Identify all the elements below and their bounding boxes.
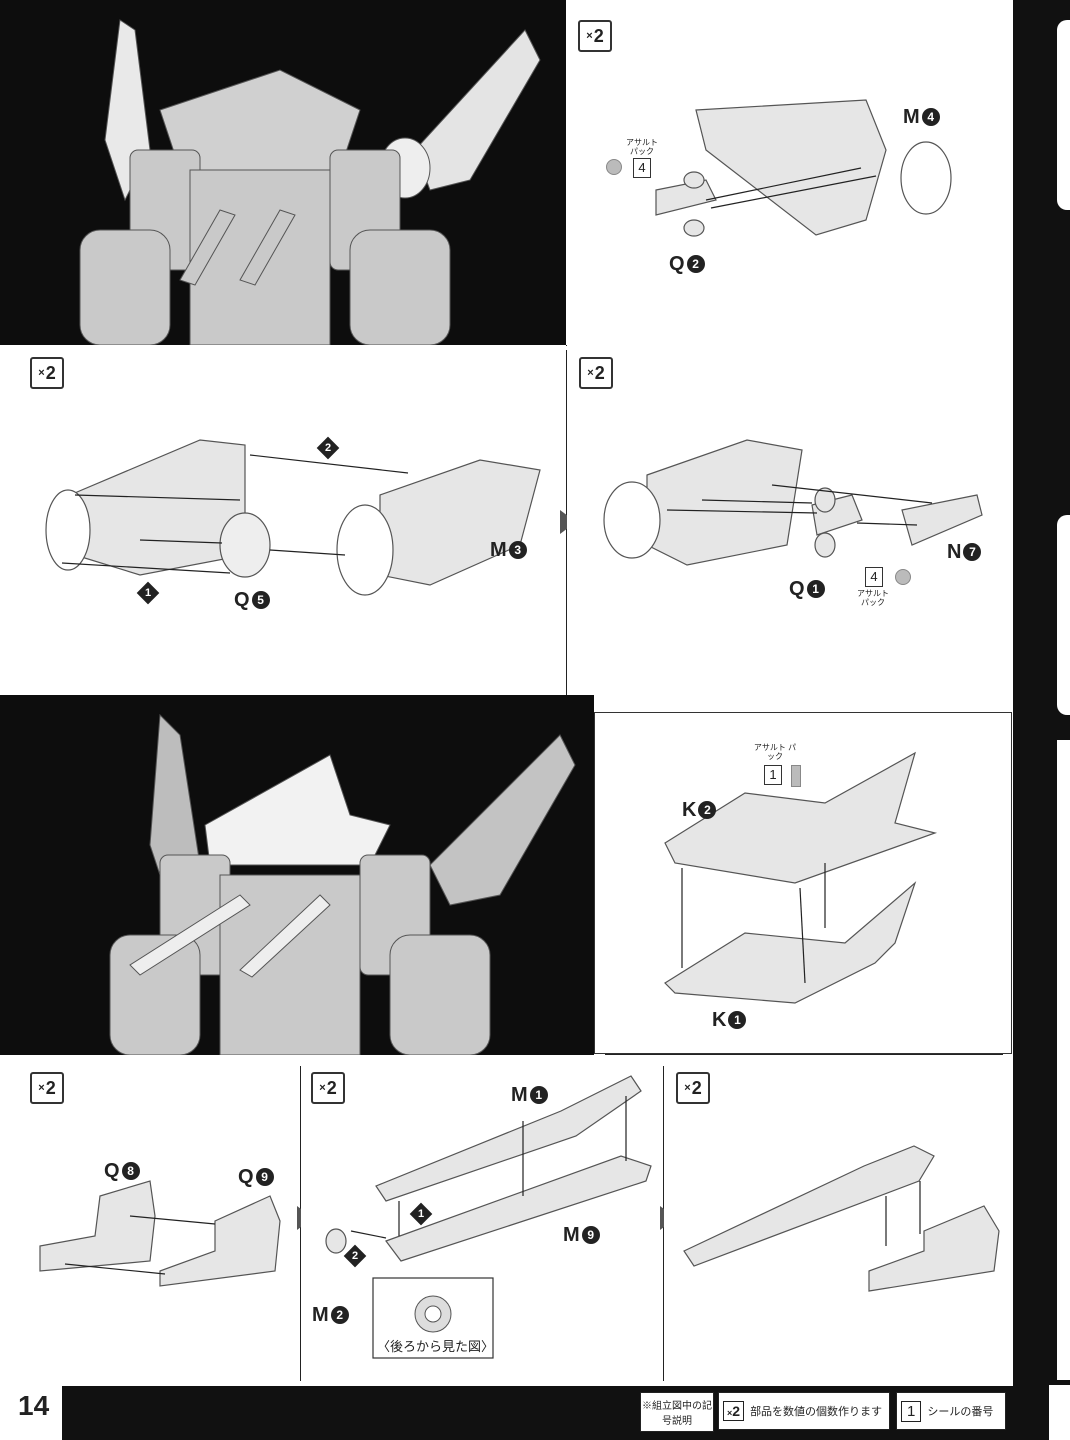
part-diagram-1 <box>655 99 952 237</box>
assembled-photo-middle <box>0 695 594 1055</box>
part-diagram-7 <box>683 1145 1000 1292</box>
page-number: 14 <box>18 1390 50 1421</box>
legend-sticker: 1 シールの番号 <box>896 1392 1006 1430</box>
multiplier-badge: ×2 <box>311 1072 345 1104</box>
part-diagram-6 <box>325 1075 652 1359</box>
legend-multiplier-text: 部品を数値の個数作ります <box>750 1406 883 1418</box>
sticker-color-dot <box>606 159 622 175</box>
adjacent-page-edge <box>1013 0 1070 1440</box>
robot-illustration-middle <box>109 713 576 1055</box>
legend-sticker-num: 1 <box>901 1400 922 1422</box>
multiplier-badge: ×2 <box>579 357 613 389</box>
multiplier-badge: ×2 <box>30 357 64 389</box>
inset-box <box>372 1277 494 1359</box>
divider <box>605 1054 1003 1055</box>
step-marker-1: 1 <box>136 581 160 605</box>
part-diagram-4 <box>664 751 938 1004</box>
legend-sticker-text: シールの番号 <box>927 1406 994 1418</box>
part-diagram-2 <box>45 439 541 596</box>
sticker-pack-label: アサルト パック <box>857 589 889 607</box>
sticker-color-dot <box>895 569 911 585</box>
sticker-pack-label: アサルト パック <box>626 138 658 156</box>
sticker-number: 4 <box>865 567 883 587</box>
multiplier-badge: ×2 <box>578 20 612 52</box>
inset-caption: 〈後ろから見た図〉 <box>377 1339 495 1354</box>
robot-illustration-top <box>79 19 541 345</box>
part-diagram-3 <box>603 439 983 566</box>
multiplier-badge: ×2 <box>30 1072 64 1104</box>
sticker-number: 1 <box>764 765 782 785</box>
panel-7: ×2 <box>664 1056 1004 1386</box>
multiplier-badge: ×2 <box>676 1072 710 1104</box>
step-marker-2: 2 <box>316 436 340 460</box>
legend-multiplier: ×2 部品を数値の個数作ります <box>718 1392 890 1430</box>
part-diagram-5 <box>39 1180 281 1287</box>
sticker-color-swatch <box>791 765 801 787</box>
step-marker-1: 1 <box>409 1202 433 1226</box>
assembled-photo-top <box>0 0 566 345</box>
legend-title: ※組立図中の記号説明 <box>640 1392 714 1432</box>
footer-bar: 14 ※組立図中の記号説明 ×2 部品を数値の個数作ります 1 シールの番号 <box>0 1386 1013 1440</box>
step-marker-2: 2 <box>343 1244 367 1268</box>
sticker-number: 4 <box>633 158 651 178</box>
sticker-pack-label: アサルト パック <box>753 743 797 761</box>
